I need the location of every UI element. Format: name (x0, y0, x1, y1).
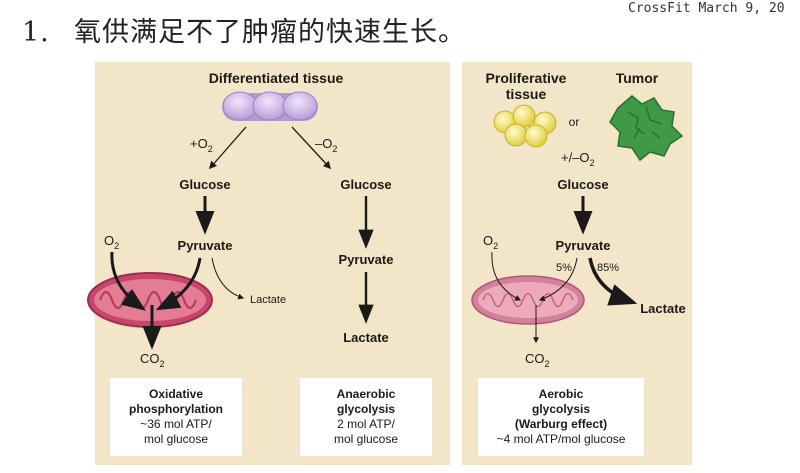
arrow-pyruvate-lactate-small (211, 257, 245, 300)
glucose-left: Glucose (179, 177, 230, 192)
differentiated-cells-icon (222, 91, 318, 121)
anaerobic-box-text: Anaerobic glycolysis 2 mol ATP/ mol gluc… (300, 387, 432, 447)
glucose-right: Glucose (340, 177, 391, 192)
box1-title1: Oxidative (148, 387, 204, 401)
box1-title2: phosphorylation (129, 402, 223, 416)
glucose-tumor: Glucose (557, 177, 608, 192)
minus-o2-label: –O2 (315, 136, 337, 154)
box3-title2: glycolysis (531, 402, 591, 416)
box-oxidative (110, 378, 242, 456)
lactate-tumor: Lactate (640, 301, 686, 316)
pyruvate-right: Pyruvate (339, 252, 394, 267)
co2-label-right: CO2 (525, 351, 550, 369)
box3-title1: Aerobic (538, 387, 584, 401)
mitochondrion-left-icon (87, 272, 213, 328)
header-meta: CrossFit March 9, 20 (628, 1, 785, 16)
plus-minus-o2-label: +/–O2 (561, 150, 595, 168)
box2-line3: 2 mol ATP/ (337, 417, 395, 431)
arrow-pyruvate-into-mito (155, 257, 202, 311)
oxidative-box-text: Oxidative phosphorylation ~36 mol ATP/ m… (110, 387, 242, 447)
box1-line3: ~36 mol ATP/ (140, 417, 212, 431)
pct-5-label: 5% (556, 262, 572, 274)
pyruvate-tumor: Pyruvate (556, 238, 611, 253)
box2-title1: Anaerobic (336, 387, 396, 401)
pyruvate-left: Pyruvate (178, 238, 233, 253)
arrow-to-glucose-right (291, 126, 332, 170)
aerobic-box-text: Aerobic glycolysis (Warburg effect) ~4 m… (478, 387, 644, 447)
lactate-small: Lactate (250, 294, 286, 306)
mitochondrion-right-icon (471, 275, 585, 325)
box2-title2: glycolysis (336, 402, 396, 416)
title-text: 氧供满足不了肿瘤的快速生长。 (74, 17, 466, 48)
co2-label-left: CO2 (140, 351, 165, 369)
box2-line4: mol glucose (333, 432, 399, 446)
item-number: 1. (22, 17, 50, 48)
box3-title3: (Warburg effect) (514, 417, 608, 431)
arrow-o2-into-mito (110, 251, 146, 311)
arrow-o2-into-mito-right (491, 251, 522, 301)
box1-line4: mol glucose (143, 432, 209, 446)
box-aerobic (478, 378, 644, 456)
o2-label-left: O2 (104, 233, 119, 251)
box3-line4: ~4 mol ATP/mol glucose (496, 432, 626, 446)
tumor-icon (609, 95, 684, 162)
o2-label-right: O2 (483, 233, 498, 251)
box-anaerobic (300, 378, 432, 456)
lactate-right: Lactate (343, 330, 389, 345)
plus-o2-label: +O2 (190, 136, 213, 154)
arrow-pyruvate-lactate-tumor (588, 257, 638, 306)
arrow-to-glucose-left (208, 126, 247, 170)
pct-85-label: 85% (597, 262, 619, 274)
arrow-pyruvate-into-mito-right (538, 257, 578, 302)
tissue-label: Differentiated tissue (209, 70, 344, 86)
proliferative-cells-icon (493, 104, 557, 148)
slide-title: 1. 氧供满足不了肿瘤的快速生长。 (22, 10, 466, 49)
proliferative-label-1: Proliferative (486, 70, 567, 86)
or-label: or (569, 115, 580, 129)
proliferative-label-2: tissue (506, 86, 547, 102)
tumor-label: Tumor (616, 70, 659, 86)
